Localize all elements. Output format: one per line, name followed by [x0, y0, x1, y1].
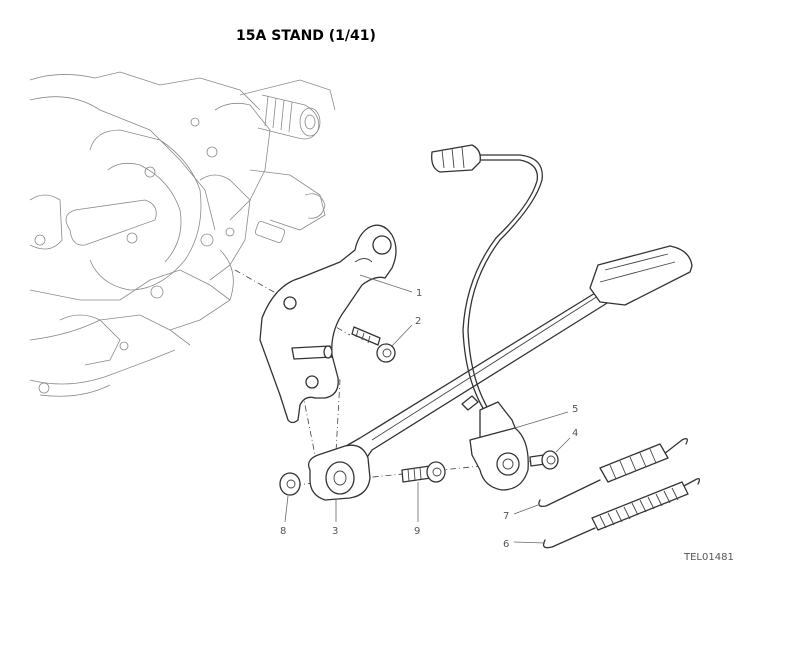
callout-2: 2	[415, 316, 421, 327]
engine-background	[29, 71, 336, 397]
page-title: 15A STAND (1/41)	[236, 28, 376, 44]
leader-lines	[284, 274, 571, 544]
callout-9: 9	[414, 526, 420, 537]
part-pivot-bolt	[401, 461, 446, 483]
part-spring-lower	[542, 478, 701, 549]
callout-1: 1	[416, 288, 422, 299]
callout-8: 8	[280, 526, 286, 537]
part-switch-cable	[431, 144, 543, 491]
callout-4: 4	[572, 428, 578, 439]
part-bracket	[259, 224, 397, 424]
part-screw-4	[529, 450, 559, 470]
callout-5: 5	[572, 404, 578, 415]
callout-6: 6	[503, 539, 509, 550]
part-pin	[291, 345, 333, 360]
part-bolt-2	[351, 326, 396, 363]
callout-3: 3	[332, 526, 338, 537]
part-spring-upper	[538, 438, 688, 508]
reference-code: TEL01481	[683, 552, 734, 563]
part-washer	[279, 472, 301, 496]
callout-7: 7	[503, 511, 509, 522]
part-side-stand	[307, 245, 693, 501]
